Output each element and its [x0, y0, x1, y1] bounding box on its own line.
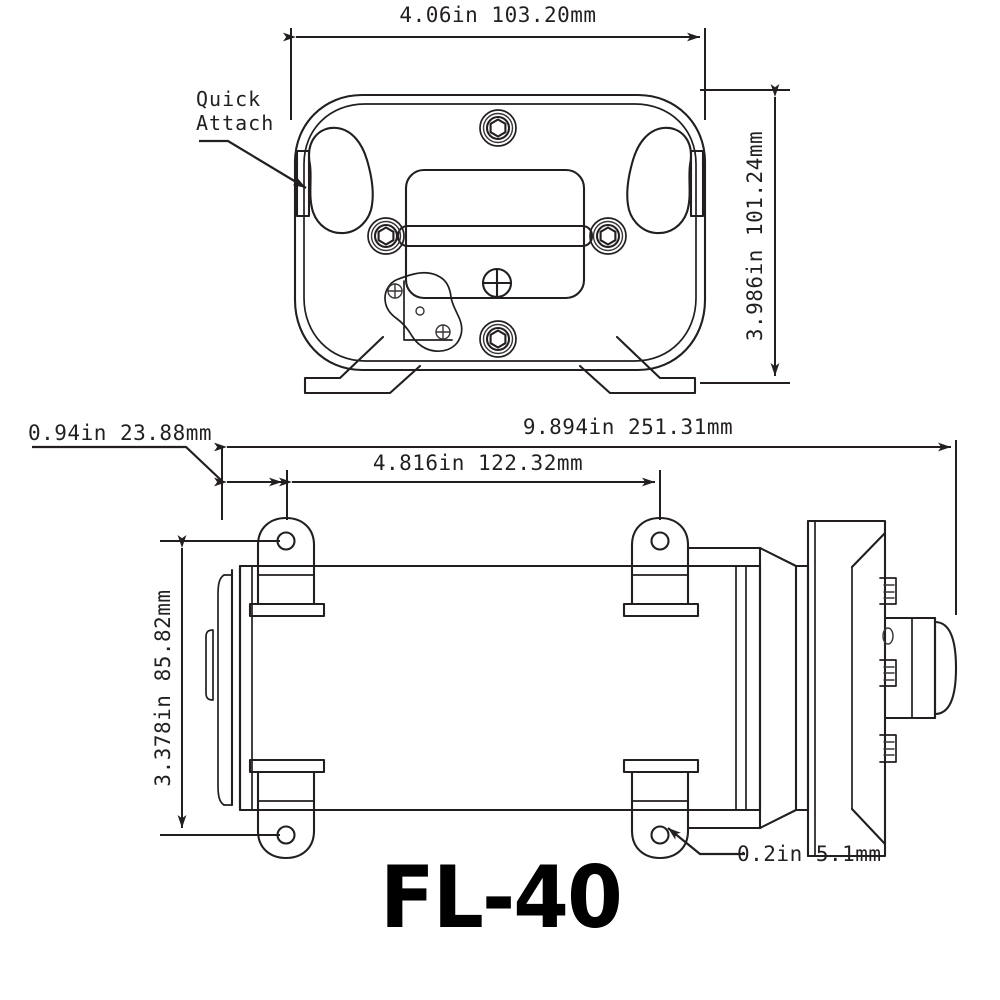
mounting-base-bracket — [303, 335, 697, 395]
outlet-port-nozzle — [883, 616, 958, 720]
hex-screw-top — [479, 109, 517, 147]
dimension-label-mount-height: 3.378in 85.82mm — [151, 589, 175, 786]
dimension-label-mount-hole-diameter: 0.2in 5.1mm — [737, 842, 882, 866]
model-title-block: FL-40 — [0, 855, 1000, 941]
motor-rear-cap — [205, 564, 242, 812]
dimension-top-width: 4.06in 103.20mm — [283, 3, 706, 120]
callout-quick-attach-line2: Attach — [196, 111, 274, 135]
callout-quick-attach: Quick Attach — [196, 87, 307, 189]
dimension-mount-hole-spacing: 4.816in 122.32mm — [279, 451, 661, 520]
quick-attach-fitting-right — [626, 126, 705, 235]
dimension-top-height: 3.986in 101.24mm — [700, 84, 790, 384]
dimension-label-top-height: 3.986in 101.24mm — [743, 131, 767, 341]
dimension-label-foot-offset: 0.94in 23.88mm — [28, 421, 212, 445]
dimension-label-overall-length: 9.894in 251.31mm — [523, 415, 733, 439]
hex-screw-bottom — [479, 320, 517, 358]
mounting-foot-top-right — [622, 516, 700, 618]
hex-screw-left — [367, 217, 405, 255]
dimension-foot-offset: 0.94in 23.88mm — [28, 421, 288, 520]
mounting-foot-bottom-left — [248, 758, 326, 860]
quick-attach-fitting-left — [295, 126, 374, 235]
side-view-group: 0.94in 23.88mm 9.894in 251.31mm 4.816in … — [28, 415, 958, 866]
dimension-mount-height: 3.378in 85.82mm — [151, 535, 280, 836]
dimension-overall-length: 9.894in 251.31mm — [214, 415, 957, 615]
dimension-label-top-width: 4.06in 103.20mm — [399, 3, 596, 27]
top-view-group: 4.06in 103.20mm 3.986in 101.24mm Quick A… — [196, 3, 790, 395]
pump-head-taper-flange — [686, 546, 798, 830]
callout-quick-attach-line1: Quick — [196, 87, 261, 111]
center-phillips-screw — [481, 267, 513, 299]
motor-housing-barrel — [238, 564, 762, 812]
hex-screw-right — [589, 217, 627, 255]
dimension-mount-hole-diameter: 0.2in 5.1mm — [667, 827, 882, 866]
pump-head-housing — [794, 519, 887, 858]
dimension-label-mount-hole-spacing: 4.816in 122.32mm — [373, 451, 583, 475]
pump-head-cover-plate — [396, 168, 594, 300]
pressure-switch-detail — [384, 271, 463, 353]
model-title: FL-40 — [379, 848, 623, 948]
pump-head-ribs — [879, 577, 897, 763]
pump-head-body-outline — [293, 93, 707, 372]
